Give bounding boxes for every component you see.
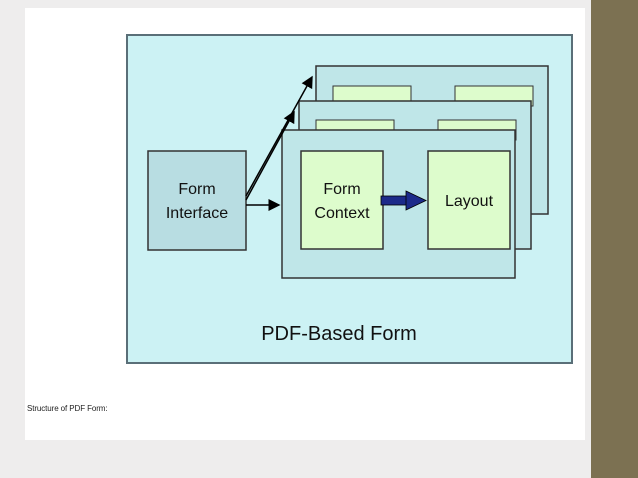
- side-accent-bar: [591, 0, 638, 478]
- form-interface-label-line2: Interface: [166, 205, 228, 222]
- form-interface-label-line1: Form: [178, 181, 215, 198]
- form-interface-box: Form Interface: [147, 150, 247, 251]
- arrow-to-back-form: [245, 75, 313, 197]
- context-to-layout-arrow: [380, 190, 427, 211]
- container-label: PDF-Based Form: [261, 323, 417, 345]
- figure-caption: Structure of PDF Form:: [27, 404, 108, 413]
- interface-arrows: [245, 75, 313, 211]
- form-context-box: Form Context: [300, 150, 384, 250]
- arrow-to-middle-form: [245, 110, 295, 201]
- form-context-label-line1: Form: [323, 181, 360, 198]
- form-context-label-line2: Context: [314, 205, 370, 222]
- layout-label: Layout: [445, 193, 494, 210]
- layout-box: Layout: [427, 150, 511, 250]
